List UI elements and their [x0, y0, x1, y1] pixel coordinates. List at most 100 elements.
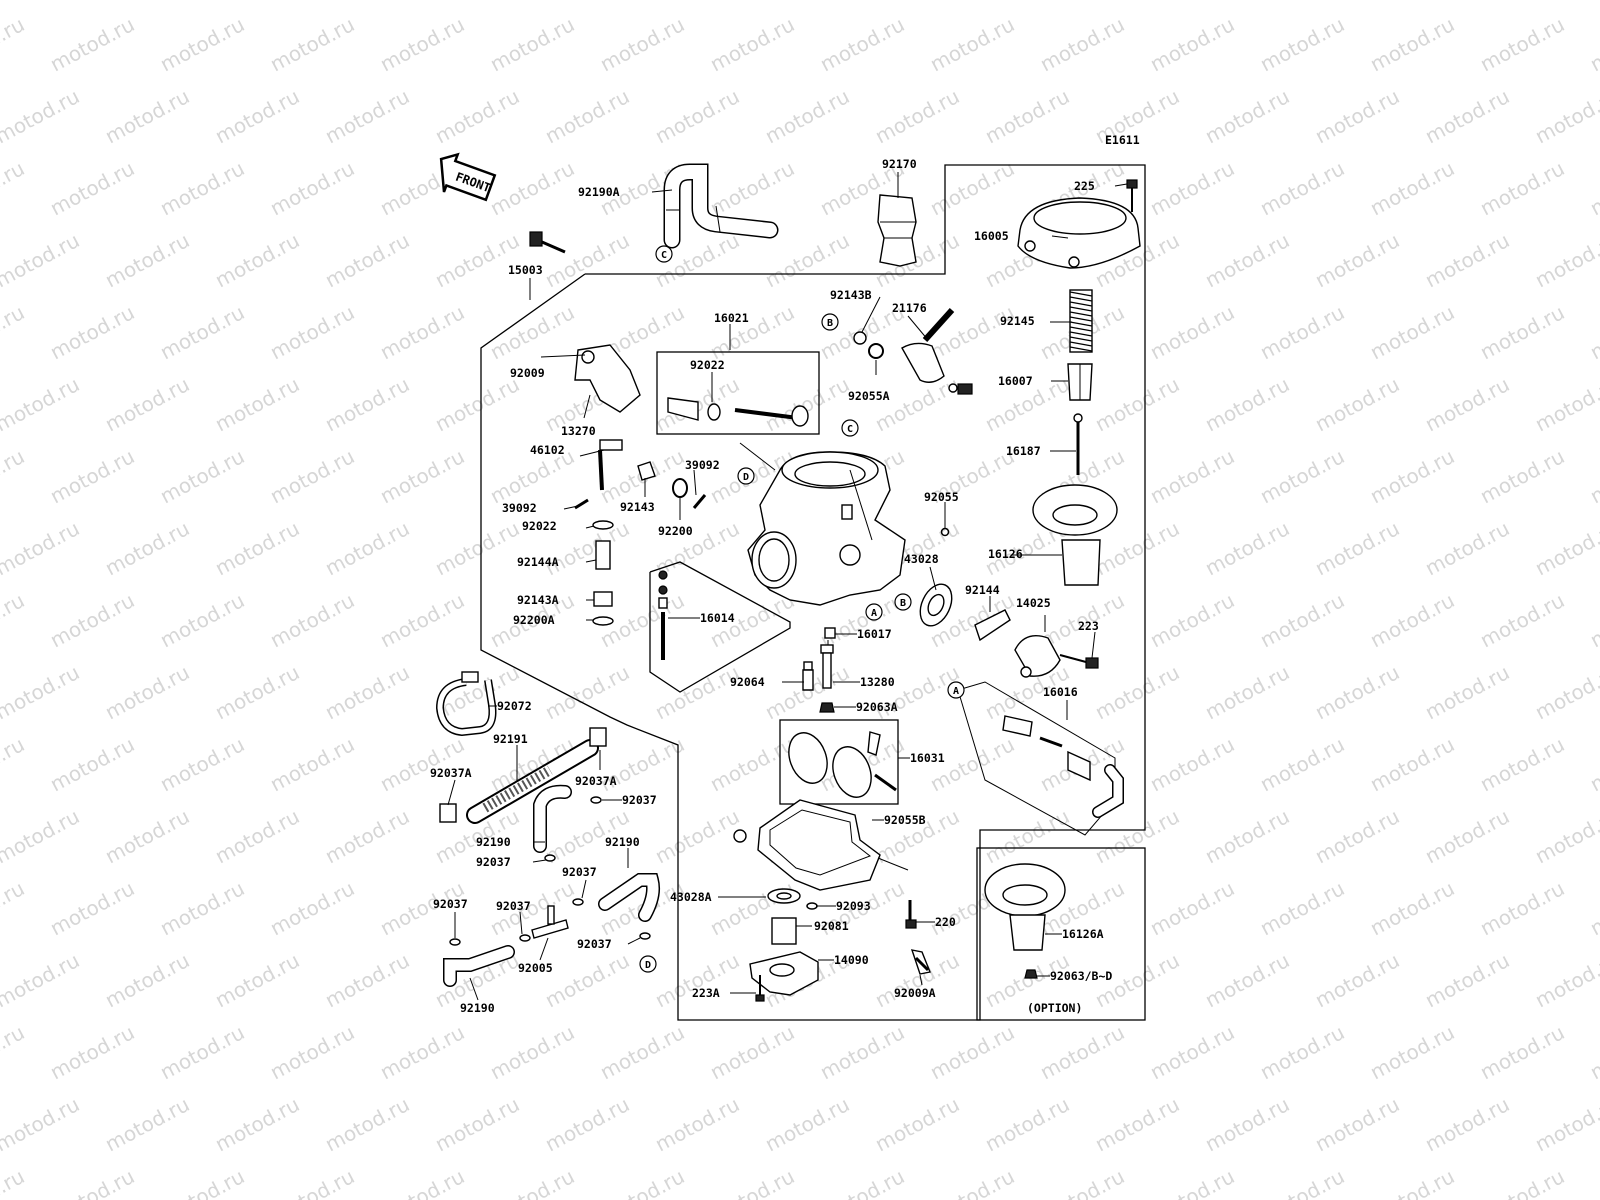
svg-text:motod.ru: motod.ru	[706, 732, 798, 796]
svg-text:motod.ru: motod.ru	[376, 1020, 468, 1084]
label-16031: 16031	[910, 751, 945, 765]
svg-text:motod.ru: motod.ru	[1421, 0, 1513, 4]
svg-text:motod.ru: motod.ru	[46, 300, 138, 364]
diaphragm-43028	[919, 583, 953, 627]
svg-text:motod.ru: motod.ru	[486, 300, 578, 364]
svg-text:motod.ru: motod.ru	[981, 804, 1073, 868]
svg-text:motod.ru: motod.ru	[816, 1020, 908, 1084]
svg-text:motod.ru: motod.ru	[1476, 732, 1568, 796]
svg-text:motod.ru: motod.ru	[376, 300, 468, 364]
part-labels: 92190A 92170 225 16005 15003 92143B 2117…	[430, 157, 1112, 1015]
svg-text:motod.ru: motod.ru	[1201, 228, 1293, 292]
svg-text:motod.ru: motod.ru	[266, 876, 358, 940]
pilot-screw-16021	[667, 397, 809, 427]
svg-text:motod.ru: motod.ru	[871, 1092, 963, 1156]
diaphragm-16126A	[984, 863, 1066, 951]
lever-46102	[598, 439, 623, 491]
label-92005: 92005	[518, 961, 553, 975]
svg-text:C: C	[847, 424, 853, 435]
svg-text:motod.ru: motod.ru	[266, 12, 358, 76]
diaphragm-16126	[1032, 484, 1118, 586]
svg-text:motod.ru: motod.ru	[1531, 516, 1600, 580]
svg-text:motod.ru: motod.ru	[46, 876, 138, 940]
svg-text:motod.ru: motod.ru	[1256, 444, 1348, 508]
svg-text:motod.ru: motod.ru	[1531, 372, 1600, 436]
svg-text:motod.ru: motod.ru	[46, 444, 138, 508]
svg-text:motod.ru: motod.ru	[1146, 300, 1238, 364]
svg-text:motod.ru: motod.ru	[211, 948, 303, 1012]
label-92063BD: 92063/B~D	[1050, 969, 1112, 983]
svg-text:motod.ru: motod.ru	[266, 1164, 358, 1200]
svg-text:motod.ru: motod.ru	[0, 12, 28, 76]
svg-text:motod.ru: motod.ru	[816, 12, 908, 76]
svg-text:motod.ru: motod.ru	[1311, 804, 1403, 868]
label-46102: 46102	[530, 443, 565, 457]
svg-text:motod.ru: motod.ru	[1091, 660, 1183, 724]
svg-text:motod.ru: motod.ru	[1311, 948, 1403, 1012]
label-92009: 92009	[510, 366, 545, 380]
washer-92022	[592, 520, 614, 530]
label-92072: 92072	[497, 699, 532, 713]
svg-text:motod.ru: motod.ru	[321, 372, 413, 436]
svg-text:motod.ru: motod.ru	[1531, 84, 1600, 148]
svg-text:motod.ru: motod.ru	[1586, 1020, 1600, 1084]
svg-text:motod.ru: motod.ru	[0, 372, 83, 436]
ref-marker-a-plunger: A	[947, 681, 965, 699]
svg-text:motod.ru: motod.ru	[816, 1164, 908, 1200]
svg-text:motod.ru: motod.ru	[46, 156, 138, 220]
starter-plunger-16016	[957, 681, 1124, 836]
svg-text:motod.ru: motod.ru	[266, 1020, 358, 1084]
svg-text:motod.ru: motod.ru	[541, 660, 633, 724]
label-92055A: 92055A	[848, 389, 890, 403]
label-220: 220	[935, 915, 956, 929]
svg-text:motod.ru: motod.ru	[156, 876, 248, 940]
label-225: 225	[1074, 179, 1095, 193]
svg-text:motod.ru: motod.ru	[761, 1092, 853, 1156]
label-92144A: 92144A	[517, 555, 559, 569]
label-92143: 92143	[620, 500, 655, 514]
svg-text:motod.ru: motod.ru	[1201, 372, 1293, 436]
label-39092-a: 39092	[502, 501, 537, 515]
svg-text:motod.ru: motod.ru	[1311, 84, 1403, 148]
svg-text:motod.ru: motod.ru	[1421, 948, 1513, 1012]
svg-text:A: A	[871, 608, 877, 619]
svg-text:motod.ru: motod.ru	[211, 0, 303, 4]
svg-text:motod.ru: motod.ru	[156, 732, 248, 796]
svg-text:motod.ru: motod.ru	[0, 948, 83, 1012]
svg-text:motod.ru: motod.ru	[431, 84, 523, 148]
ref-marker-b-body: B	[894, 593, 912, 611]
svg-text:motod.ru: motod.ru	[321, 804, 413, 868]
svg-text:motod.ru: motod.ru	[871, 0, 963, 4]
svg-text:motod.ru: motod.ru	[101, 804, 193, 868]
label-16126: 16126	[988, 547, 1023, 561]
label-92093: 92093	[836, 899, 871, 913]
svg-text:motod.ru: motod.ru	[0, 228, 83, 292]
label-16007: 16007	[998, 374, 1033, 388]
svg-text:motod.ru: motod.ru	[321, 516, 413, 580]
svg-text:motod.ru: motod.ru	[1201, 84, 1293, 148]
svg-text:motod.ru: motod.ru	[0, 804, 83, 868]
svg-text:motod.ru: motod.ru	[1311, 516, 1403, 580]
svg-text:motod.ru: motod.ru	[541, 1092, 633, 1156]
label-92037-d: 92037	[433, 897, 468, 911]
top-cover-16005	[1017, 197, 1141, 269]
svg-text:motod.ru: motod.ru	[1201, 660, 1293, 724]
svg-text:motod.ru: motod.ru	[0, 0, 83, 4]
svg-text:motod.ru: motod.ru	[981, 0, 1073, 4]
svg-text:motod.ru: motod.ru	[1476, 876, 1568, 940]
svg-text:motod.ru: motod.ru	[0, 1020, 28, 1084]
svg-text:motod.ru: motod.ru	[376, 588, 468, 652]
pin-39092-a	[574, 498, 589, 510]
bush-92143A	[593, 591, 613, 607]
diagram-code: E1611	[1105, 133, 1140, 147]
svg-text:motod.ru: motod.ru	[1531, 660, 1600, 724]
svg-text:motod.ru: motod.ru	[156, 1164, 248, 1200]
svg-text:motod.ru: motod.ru	[761, 372, 853, 436]
label-92037-b: 92037	[476, 855, 511, 869]
svg-text:motod.ru: motod.ru	[1311, 0, 1403, 4]
svg-text:motod.ru: motod.ru	[1036, 1020, 1128, 1084]
svg-text:motod.ru: motod.ru	[596, 1020, 688, 1084]
svg-text:motod.ru: motod.ru	[211, 1092, 303, 1156]
holder-13280	[820, 644, 834, 689]
svg-text:motod.ru: motod.ru	[1201, 804, 1293, 868]
